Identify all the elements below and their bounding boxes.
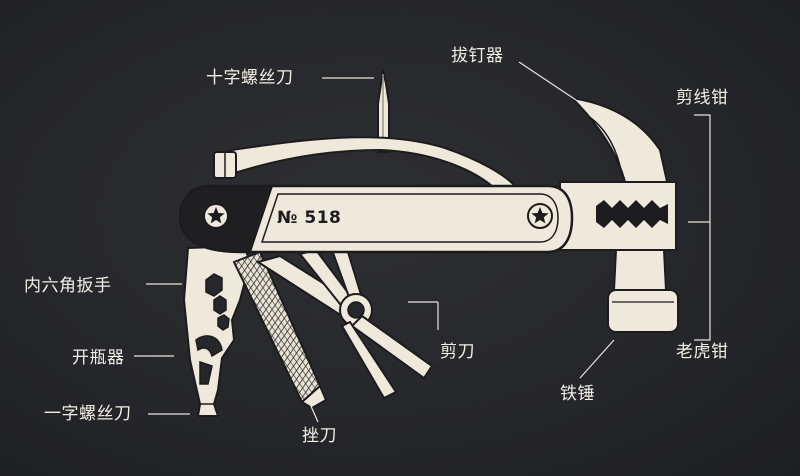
label-pliers: 老虎钳 <box>676 342 729 362</box>
label-phillips-screwdriver: 十字螺丝刀 <box>206 68 294 88</box>
pliers-arm <box>214 137 515 186</box>
label-flathead-screwdriver: 一字螺丝刀 <box>44 404 132 424</box>
label-scissors: 剪刀 <box>440 342 475 362</box>
label-bottle-opener: 开瓶器 <box>72 348 125 368</box>
hammer-head <box>560 98 678 332</box>
label-hammer: 铁锤 <box>560 384 595 404</box>
label-nail-puller: 拔钉器 <box>451 46 504 66</box>
label-wire-cutter: 剪线钳 <box>676 88 729 108</box>
engraving-number: № 518 <box>277 208 341 228</box>
label-file: 挫刀 <box>302 426 337 446</box>
label-hex-wrench: 内六角扳手 <box>24 276 112 296</box>
handle <box>180 186 572 252</box>
